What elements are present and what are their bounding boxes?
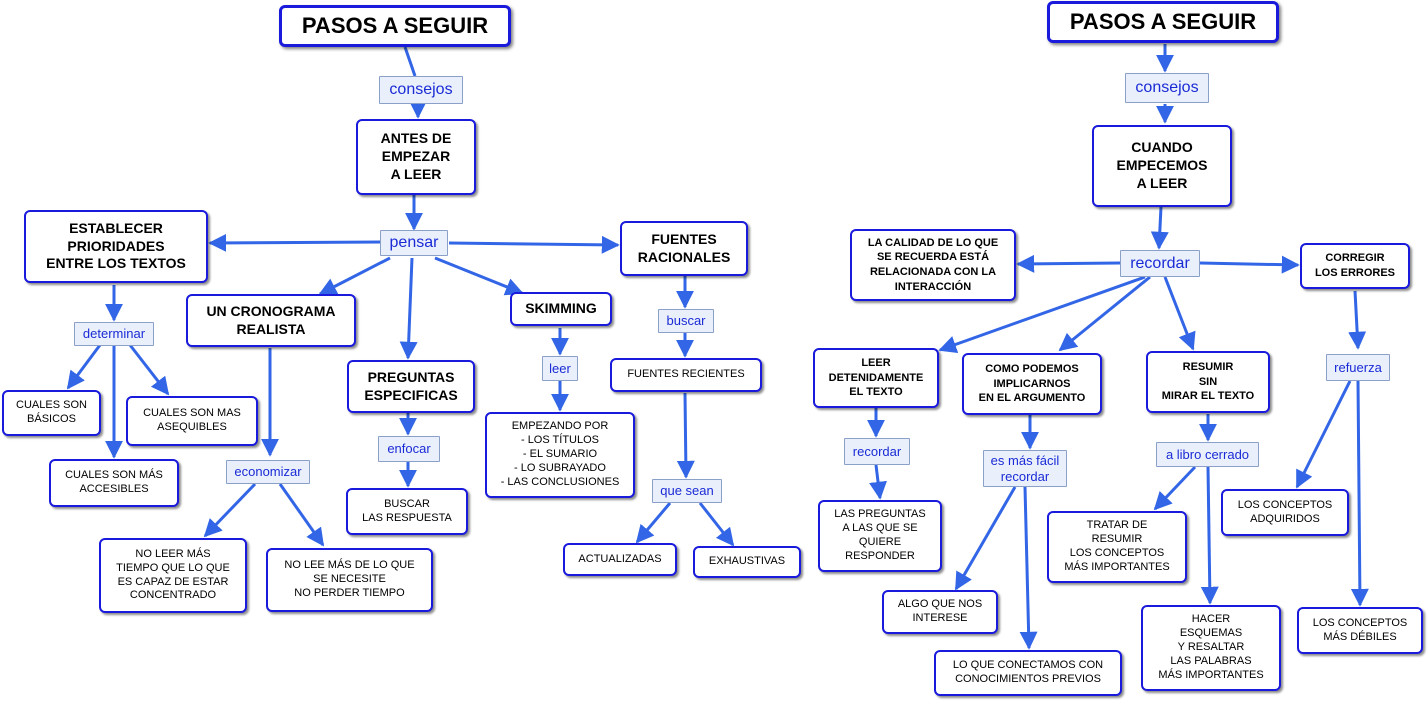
- node-preguntas-especificas: PREGUNTAS ESPECIFICAS: [347, 360, 475, 413]
- left-linker-leer: leer: [542, 356, 578, 381]
- node-conceptos-mas-debiles: LOS CONCEPTOS MÁS DÉBILES: [1297, 607, 1423, 654]
- node-antes-de-empezar: ANTES DE EMPEZAR A LEER: [356, 119, 476, 195]
- node-algo-que-interese: ALGO QUE NOS INTERESE: [882, 590, 998, 634]
- left-linker-economizar: economizar: [226, 460, 310, 484]
- node-las-preguntas: LAS PREGUNTAS A LAS QUE SE QUIERE RESPON…: [818, 500, 942, 572]
- node-empezando-por: EMPEZANDO POR - LOS TÍTULOS - EL SUMARIO…: [485, 412, 635, 498]
- node-cuales-accesibles: CUALES SON MÁS ACCESIBLES: [49, 459, 179, 507]
- node-tratar-de-resumir: TRATAR DE RESUMIR LOS CONCEPTOS MÁS IMPO…: [1047, 511, 1187, 583]
- node-buscar-respuesta: BUSCAR LAS RESPUESTA: [346, 488, 468, 535]
- node-calidad-recuerda: LA CALIDAD DE LO QUE SE RECUERDA ESTÁ RE…: [850, 229, 1016, 301]
- node-fuentes-recientes: FUENTES RECIENTES: [610, 358, 762, 392]
- node-cronograma-realista: UN CRONOGRAMA REALISTA: [186, 294, 356, 347]
- node-cuando-empecemos: CUANDO EMPECEMOS A LEER: [1092, 125, 1232, 207]
- node-corregir-errores: CORREGIR LOS ERRORES: [1300, 243, 1410, 289]
- right-linker-recordar-2: recordar: [844, 438, 910, 465]
- left-linker-consejos: consejos: [379, 76, 463, 104]
- node-cuales-basicos: CUALES SON BÁSICOS: [2, 390, 101, 436]
- node-no-leer-mas-tiempo: NO LEER MÁS TIEMPO QUE LO QUE ES CAPAZ D…: [99, 538, 247, 613]
- node-resumir-sin-mirar: RESUMIR SIN MIRAR EL TEXTO: [1146, 351, 1270, 413]
- node-hacer-esquemas: HACER ESQUEMAS Y RESALTAR LAS PALABRAS M…: [1141, 605, 1281, 691]
- node-lo-que-conectamos: LO QUE CONECTAMOS CON CONOCIMIENTOS PREV…: [934, 650, 1122, 696]
- node-fuentes-racionales: FUENTES RACIONALES: [620, 221, 748, 276]
- right-linker-recordar: recordar: [1120, 250, 1200, 277]
- node-cuales-asequibles: CUALES SON MAS ASEQUIBLES: [126, 396, 258, 446]
- right-linker-refuerza: refuerza: [1326, 354, 1390, 381]
- left-linker-enfocar: enfocar: [378, 436, 440, 462]
- node-skimming: SKIMMING: [510, 292, 612, 326]
- right-linker-mas-facil-recordar: es más fácil recordar: [983, 450, 1067, 487]
- node-actualizadas: ACTUALIZADAS: [563, 543, 677, 576]
- left-linker-que-sean: que sean: [652, 479, 722, 503]
- left-linker-determinar: determinar: [74, 322, 154, 346]
- node-establecer-prioridades: ESTABLECER PRIORIDADES ENTRE LOS TEXTOS: [24, 210, 208, 283]
- node-no-lee-mas: NO LEE MÁS DE LO QUE SE NECESITE NO PERD…: [266, 548, 433, 612]
- node-leer-detenidamente: LEER DETENIDAMENTE EL TEXTO: [813, 348, 939, 408]
- node-conceptos-adquiridos: LOS CONCEPTOS ADQUIRIDOS: [1221, 489, 1349, 536]
- right-linker-consejos: consejos: [1125, 73, 1209, 103]
- node-exhaustivas: EXHAUSTIVAS: [693, 546, 801, 578]
- left-linker-pensar: pensar: [380, 230, 448, 256]
- node-como-implicarnos: COMO PODEMOS IMPLICARNOS EN EL ARGUMENTO: [962, 353, 1102, 415]
- right-linker-a-libro-cerrado: a libro cerrado: [1156, 442, 1259, 467]
- left-linker-buscar: buscar: [658, 309, 714, 333]
- right-title: PASOS A SEGUIR: [1047, 1, 1279, 43]
- left-title: PASOS A SEGUIR: [279, 5, 511, 47]
